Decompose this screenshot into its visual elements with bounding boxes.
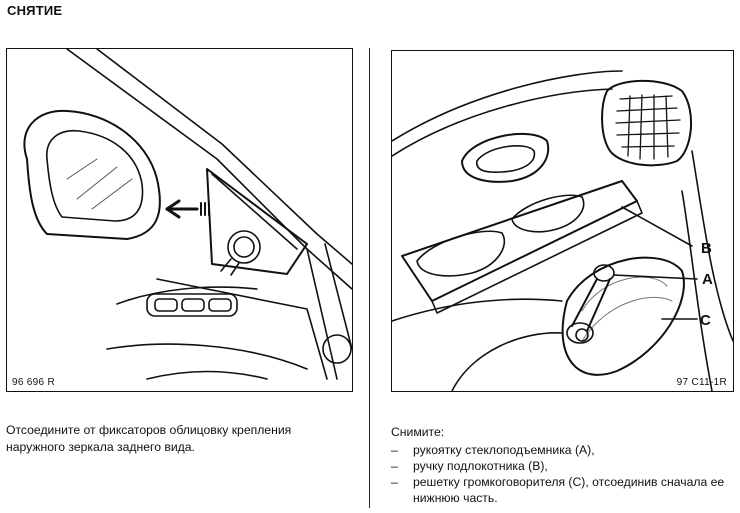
removal-list: – рукоятку стеклоподъемника (А), – ручку… bbox=[391, 442, 736, 506]
door-panel-illustration bbox=[392, 70, 733, 391]
list-item-text: решетку громкоговорителя (С), отсоединив… bbox=[413, 475, 725, 505]
list-item-text: рукоятку стеклоподъемника (А), bbox=[413, 443, 595, 457]
callout-c: C bbox=[700, 312, 711, 329]
list-item: – решетку громкоговорителя (С), отсоедин… bbox=[391, 474, 736, 506]
figure-code: 96 696 R bbox=[12, 377, 55, 388]
figure-door-panel: B A C 97 C11-1R bbox=[391, 50, 734, 392]
page-title: СНЯТИЕ bbox=[7, 3, 63, 18]
bullet-dash: – bbox=[391, 475, 398, 489]
caption-left: Отсоедините от фиксаторов облицовку креп… bbox=[6, 423, 292, 454]
callout-b: B bbox=[701, 240, 712, 257]
callout-a: A bbox=[702, 271, 713, 288]
bullet-dash: – bbox=[391, 443, 398, 457]
list-item: – ручку подлокотника (В), bbox=[391, 458, 736, 474]
caption-right: Снимите: – рукоятку стеклоподъемника (А)… bbox=[391, 424, 736, 506]
caption-intro: Снимите: bbox=[391, 425, 445, 439]
list-item-text: ручку подлокотника (В), bbox=[413, 459, 548, 473]
list-item: – рукоятку стеклоподъемника (А), bbox=[391, 442, 736, 458]
bullet-dash: – bbox=[391, 459, 398, 473]
figure-code: 97 C11-1R bbox=[676, 377, 727, 388]
mirror-illustration bbox=[23, 49, 352, 380]
column-divider bbox=[369, 48, 370, 508]
figure-mirror-trim: 96 696 R bbox=[6, 48, 353, 392]
